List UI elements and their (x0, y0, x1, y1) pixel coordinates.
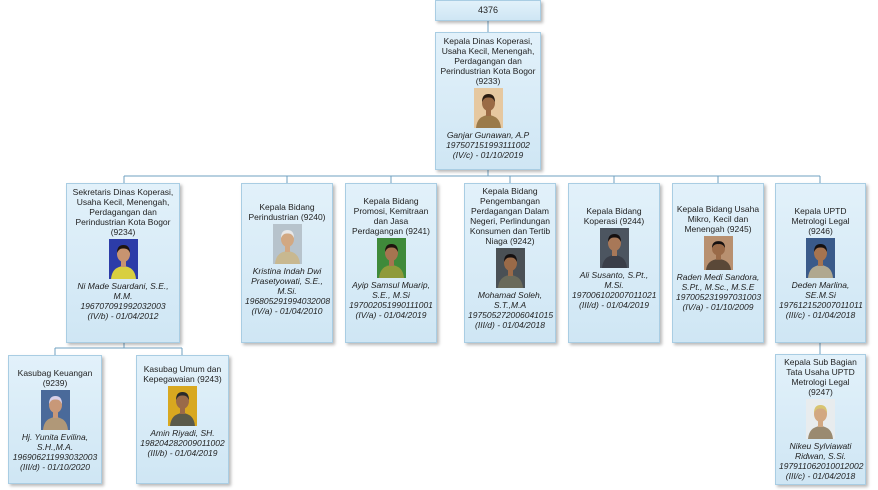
org-node-tata-usaha[interactable]: Kepala Sub Bagian Tata Usaha UPTD Metrol… (775, 354, 866, 485)
position-title: Kasubag Keuangan (9239) (17, 368, 93, 388)
employee-name: Mohamad Soleh, S.T.,M.A (477, 290, 543, 310)
employee-nip: 197505272006041015 (468, 310, 554, 320)
org-node-pengembangan[interactable]: Kepala Bidang Pengembangan Perdagangan D… (464, 183, 556, 343)
employee-photo (806, 399, 835, 439)
employee-name: Ganjar Gunawan, A.P (446, 130, 530, 140)
employee-rank: (III/c) - 01/04/2018 (785, 471, 856, 481)
org-root-node[interactable]: 4376 (435, 0, 541, 21)
employee-photo (376, 238, 406, 278)
employee-nip: 197911062010012002 (779, 461, 864, 471)
employee-name: Nikeu Sylviawati Ridwan, S.Si. (789, 441, 852, 461)
employee-nip: 198204282009011002 (140, 438, 225, 448)
employee-nip: 197005231997031003 (676, 292, 762, 302)
org-root-label: 4376 (477, 5, 499, 15)
employee-rank: (III/d) - 01/04/2018 (475, 320, 545, 330)
position-title: Kepala Sub Bagian Tata Usaha UPTD Metrol… (784, 357, 857, 397)
org-node-koperasi[interactable]: Kepala Bidang Koperasi (9244) Ali Susant… (568, 183, 660, 343)
employee-rank: (IV/a) - 01/04/2019 (355, 310, 427, 320)
employee-name: Deden Marlina, SE.M.Si (791, 280, 850, 300)
position-title: Kepala UPTD Metrologi Legal (9246) (791, 206, 850, 236)
employee-photo (473, 88, 503, 128)
employee-name: Ayip Samsul Muarip, S.E., M.Si (352, 280, 430, 300)
employee-nip: 197612152007011011 (779, 300, 863, 310)
org-node-usaha-mikro[interactable]: Kepala Bidang Usaha Mikro, Kecil dan Men… (672, 183, 764, 343)
employee-photo (168, 386, 197, 426)
employee-photo (703, 236, 733, 270)
org-node-perindustrian[interactable]: Kepala Bidang Perindustrian (9240) Krist… (241, 183, 333, 343)
position-title: Kepala Bidang Usaha Mikro, Kecil dan Men… (676, 204, 760, 234)
employee-nip: 197507151993111002 (446, 140, 530, 150)
org-node-head[interactable]: Kepala Dinas Koperasi, Usaha Kecil, Mene… (435, 32, 541, 170)
org-node-umum[interactable]: Kasubag Umum dan Kepegawaian (9243) Amin… (136, 355, 229, 484)
employee-rank: (III/d) - 01/10/2020 (20, 462, 90, 472)
position-title: Kepala Bidang Koperasi (9244) (583, 206, 645, 226)
position-title: Kepala Bidang Perindustrian (9240) (248, 202, 326, 222)
employee-rank: (III/c) - 01/04/2018 (785, 310, 856, 320)
position-title: Kepala Bidang Promosi, Kemitraan dan Jas… (352, 196, 430, 236)
employee-name: Hj. Yunita Evilina, S.H.,M.A. (21, 432, 89, 452)
employee-rank: (IV/c) - 01/10/2019 (452, 150, 524, 160)
employee-photo (806, 238, 835, 278)
employee-nip: 196707091992032003 (80, 301, 166, 311)
employee-photo (108, 239, 138, 279)
employee-nip: 197002051990111001 (349, 300, 433, 310)
org-node-uptd[interactable]: Kepala UPTD Metrologi Legal (9246) Deden… (775, 183, 866, 343)
org-node-sekretaris[interactable]: Sekretaris Dinas Koperasi, Usaha Kecil, … (66, 183, 180, 343)
position-title: Sekretaris Dinas Koperasi, Usaha Kecil, … (72, 187, 174, 237)
employee-photo (40, 390, 70, 430)
employee-photo (599, 228, 629, 268)
employee-nip: 197006102007011021 (572, 290, 657, 300)
position-title: Kepala Dinas Koperasi, Usaha Kecil, Mene… (440, 36, 536, 86)
org-node-promosi[interactable]: Kepala Bidang Promosi, Kemitraan dan Jas… (345, 183, 437, 343)
position-title: Kasubag Umum dan Kepegawaian (9243) (143, 364, 222, 384)
employee-photo (272, 224, 302, 264)
employee-rank: (III/d) - 01/04/2019 (579, 300, 649, 310)
employee-nip: 196805291994032008 (245, 296, 331, 306)
position-title: Kepala Bidang Pengembangan Perdagangan D… (469, 186, 551, 246)
employee-rank: (III/b) - 01/04/2019 (147, 448, 218, 458)
employee-photo (495, 248, 525, 288)
employee-nip: 196906211993032003 (12, 452, 98, 462)
employee-name: Ni Made Suardani, S.E., M.M. (77, 281, 169, 301)
employee-rank: (IV/a) - 01/04/2010 (251, 306, 323, 316)
employee-name: Raden Medi Sandora, S.Pt., M.Sc., M.S.E (676, 272, 760, 292)
employee-rank: (IV/b) - 01/04/2012 (87, 311, 159, 321)
employee-name: Kristina Indah Dwi Prasetyowati, S.E., M… (251, 266, 323, 296)
org-node-keuangan[interactable]: Kasubag Keuangan (9239) Hj. Yunita Evili… (8, 355, 102, 484)
employee-name: Amin Riyadi, SH. (150, 428, 215, 438)
employee-rank: (IV/a) - 01/10/2009 (682, 302, 754, 312)
employee-name: Ali Susanto, S.Pt., M.Si. (579, 270, 649, 290)
